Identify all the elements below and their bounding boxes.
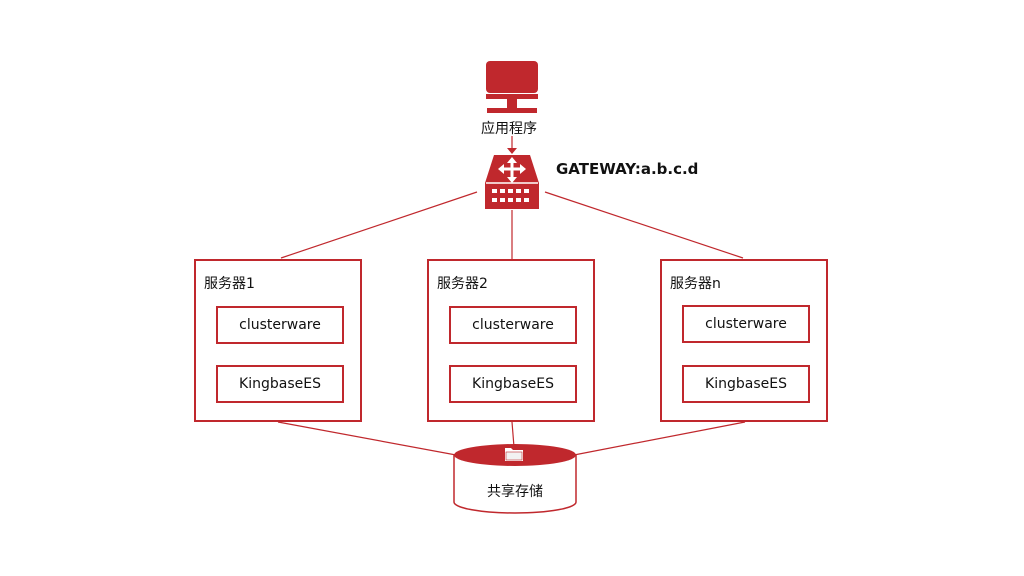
gateway-to-servern-line	[544, 191, 744, 259]
kingbasees-box: KingbaseES	[216, 365, 344, 403]
clusterware-box: clusterware	[682, 305, 810, 343]
kingbasees-box: KingbaseES	[449, 365, 577, 403]
server-title: 服务器n	[670, 276, 721, 292]
storage-label: 共享存储	[487, 484, 543, 500]
server-box-2: 服务器2 clusterware KingbaseES	[427, 259, 595, 422]
server-box-n: 服务器n clusterware KingbaseES	[660, 259, 828, 422]
server2-to-storage-line	[511, 421, 515, 448]
servern-to-storage-line	[573, 421, 746, 456]
gateway-label: GATEWAY:a.b.c.d	[556, 160, 699, 178]
server-title: 服务器1	[204, 276, 255, 292]
kingbasees-box: KingbaseES	[682, 365, 810, 403]
storage-cylinder	[453, 444, 577, 514]
app-label: 应用程序	[481, 121, 537, 137]
server-title: 服务器2	[437, 276, 488, 292]
monitor-icon	[486, 61, 538, 113]
server-box-1: 服务器1 clusterware KingbaseES	[194, 259, 362, 422]
clusterware-box: clusterware	[216, 306, 344, 344]
gateway-to-server1-line	[280, 191, 478, 259]
server1-to-storage-line	[277, 421, 457, 456]
folder-icon	[505, 448, 523, 461]
arrow-head-icon	[507, 148, 517, 154]
router-icon	[485, 155, 539, 209]
clusterware-box: clusterware	[449, 306, 577, 344]
